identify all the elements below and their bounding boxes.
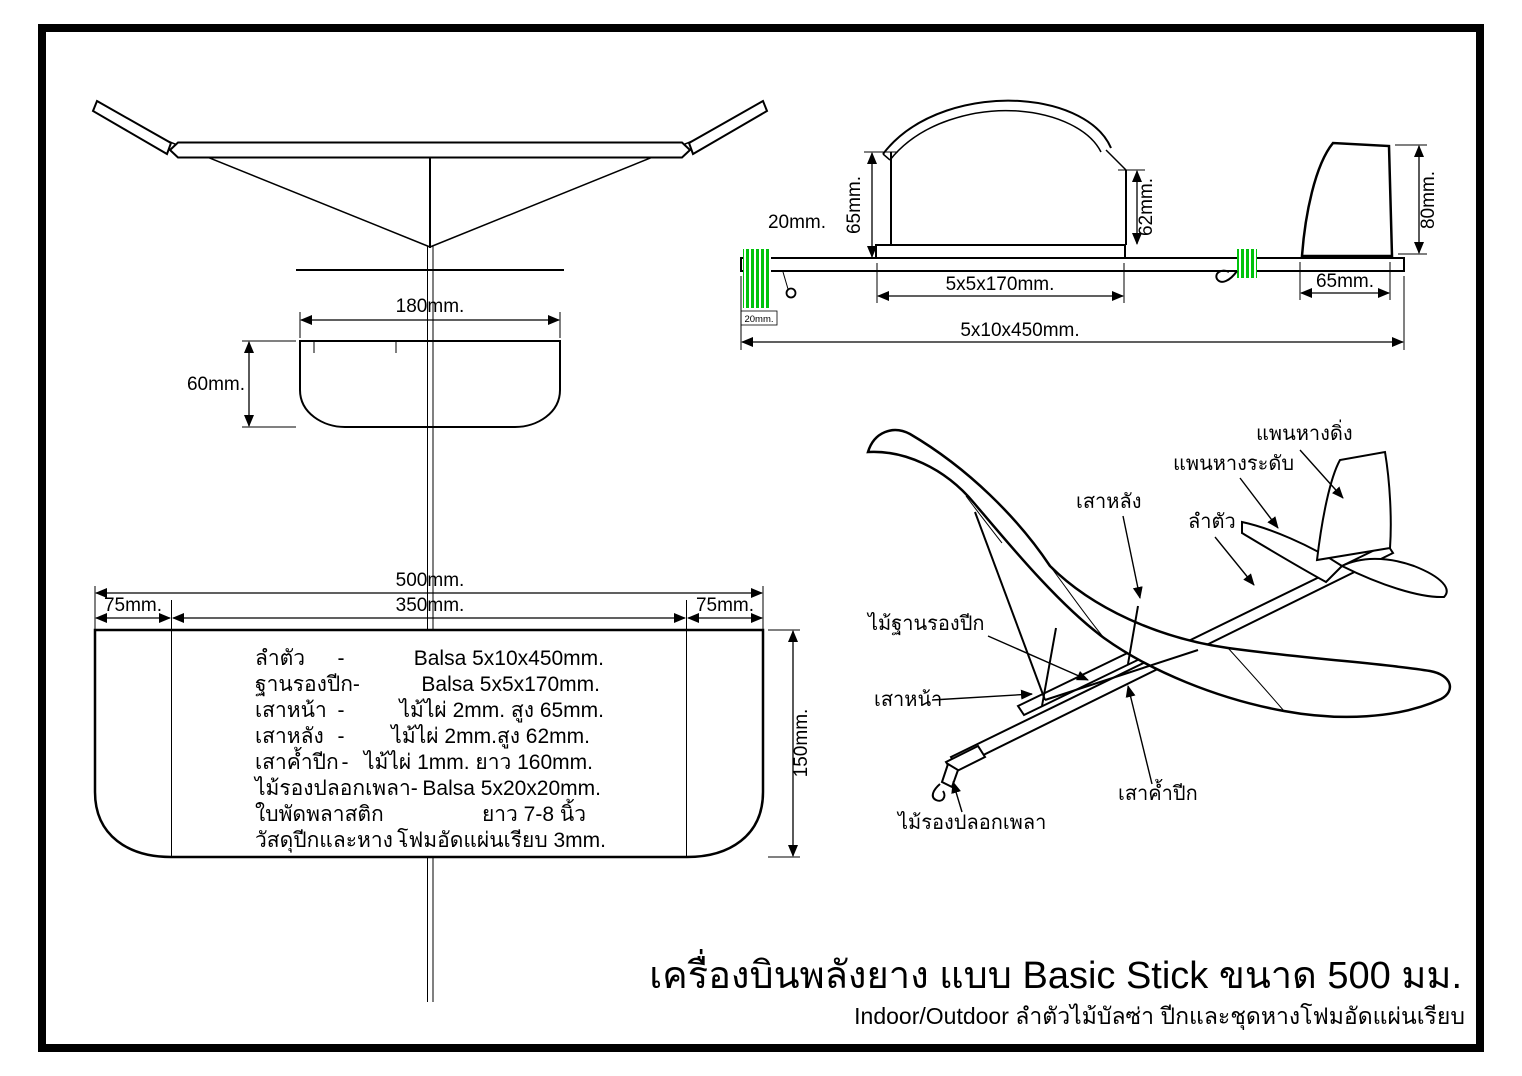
stab-span-dim-label: 180mm.: [396, 296, 465, 317]
fuselage-stick-plan: [427, 246, 434, 1002]
label-front-post: เสาหน้า: [874, 689, 942, 711]
nose-rubber-band: [743, 249, 771, 308]
material-row: เสาหน้า - ไม้ไผ่ 2mm. สูง 65mm.: [255, 698, 604, 723]
persp-rear-post: [1127, 605, 1139, 665]
label-rear-post: เสาหลัง: [1076, 491, 1141, 513]
material-spec: โฟมอัดแผ่นเรียบ 3mm.: [397, 828, 606, 852]
persp-stab-left: [1241, 520, 1344, 584]
label-horizontal-stabilizer: แพนหางระดับ: [1173, 453, 1294, 475]
leader-horizontal-stabilizer: [1239, 477, 1279, 529]
front-post-dim-label: 65mm.: [844, 176, 865, 234]
material-part: ฐานรองปีก-: [255, 673, 360, 696]
material-sep: -: [338, 725, 345, 748]
persp-wing-chord-left: [965, 495, 1003, 544]
persp-wing-chord-center: [1049, 565, 1105, 639]
persp-stab-right: [1339, 557, 1448, 599]
nose-band-label: 20mm.: [744, 314, 773, 325]
persp-fin: [1315, 450, 1392, 562]
perspective-view: แพนหางดิ่ง แพนหางระดับ เสาหลัง ลำตัว ไม้…: [866, 419, 1452, 834]
material-part: เสาหลัง: [255, 725, 324, 748]
wing-base-dim-label: 5x5x170mm.: [946, 274, 1055, 295]
material-part: เสาหน้า: [255, 699, 327, 722]
nose-dim-label: 20mm.: [768, 212, 826, 233]
material-spec: ไม้ไผ่ 2mm. สูง 65mm.: [397, 698, 604, 723]
rear-post-dim-label: 62mm.: [1136, 178, 1157, 236]
label-prop-shaft-support: ไม้รองปลอกเพลา: [896, 811, 1046, 834]
material-spec: ไม้ไผ่ 1mm. ยาว 160mm.: [362, 750, 593, 774]
label-wing-strut: เสาค้ำปีก: [1118, 779, 1198, 805]
leader-front-post: [931, 689, 1033, 701]
wing-airfoil-le-cap: [882, 153, 891, 161]
wing-airfoil-te: [1105, 149, 1127, 171]
label-fuselage: ลำตัว: [1188, 511, 1236, 533]
material-spec: Balsa 5x5x170mm.: [421, 673, 600, 696]
prop-hook: [785, 287, 797, 299]
material-row: เสาค้ำปีก - ไม้ไผ่ 1mm. ยาว 160mm.: [255, 747, 593, 774]
leader-wing-base: [987, 635, 1089, 681]
persp-strut-left: [974, 511, 1046, 701]
persp-nose-lower: [940, 762, 960, 789]
drawing-title: เครื่องบินพลังยาง แบบ Basic Stick ขนาด 5…: [649, 949, 1462, 997]
wing-chord-dim-label: 150mm.: [791, 709, 812, 778]
front-view: [91, 99, 769, 271]
side-view: 20mm. 20mm. 65mm. 5x5x170mm. 62mm. 80mm.…: [740, 99, 1439, 350]
persp-wing: [866, 428, 1452, 719]
fuselage-length-dim-label: 5x10x450mm.: [960, 320, 1079, 341]
label-wing-base: ไม้ฐานรองปีก: [866, 612, 985, 635]
material-part: ใบพัดพลาสติก: [255, 802, 384, 826]
fuselage-side: [740, 257, 1405, 272]
material-sep: -: [338, 699, 345, 722]
persp-front-post: [1041, 627, 1057, 707]
wing-airfoil-lower: [889, 109, 1102, 161]
rear-hook: [1215, 269, 1238, 283]
material-row: เสาหลัง - ไม้ไผ่ 2mm.สูง 62mm.: [255, 724, 590, 749]
fin-height-dim-label: 80mm.: [1418, 171, 1439, 229]
leader-rear-post: [1122, 515, 1143, 599]
prop-hook-wire: [782, 271, 789, 290]
material-row: ไม้รองปลอกเพลา- Balsa 5x20x20mm.: [253, 776, 601, 800]
material-row: ใบพัดพลาสติก ยาว 7-8 นิ้ว: [255, 799, 586, 826]
material-part: เสาค้ำปีก: [255, 747, 339, 774]
fin-outline: [1300, 141, 1394, 258]
drawing-frame: [38, 24, 1484, 1052]
drawing-subtitle: Indoor/Outdoor ลำตัวไม้บัลซ่า ปีกและชุดห…: [854, 1003, 1465, 1030]
stab-chord-dim-label: 60mm.: [187, 374, 245, 395]
material-row: ฐานรองปีก- Balsa 5x5x170mm.: [255, 673, 600, 696]
materials-list: ลำตัว - Balsa 5x10x450mm. ฐานรองปีก- Bal…: [253, 647, 606, 853]
material-spec: Balsa 5x20x20mm.: [422, 777, 601, 800]
wing-span-dim-label: 500mm.: [396, 570, 465, 591]
wing-tip-left: [91, 99, 173, 156]
wing-base-side: [875, 244, 1126, 259]
material-row: ลำตัว - Balsa 5x10x450mm.: [255, 647, 604, 670]
persp-strut-right: [1044, 649, 1199, 701]
material-part: ลำตัว: [255, 647, 305, 670]
label-vertical-stabilizer: แพนหางดิ่ง: [1256, 419, 1353, 445]
material-part: วัสดุปีกและหาง -: [255, 829, 406, 853]
material-spec: ไม้ไผ่ 2mm.สูง 62mm.: [389, 724, 590, 749]
stab-top-view: 180mm. 60mm.: [187, 296, 561, 428]
leader-wing-strut: [1125, 685, 1153, 785]
material-spec: ยาว 7-8 นิ้ว: [482, 799, 586, 826]
rear-rubber-band: [1237, 249, 1257, 278]
wing-top-view: 500mm. 75mm. 350mm. 75mm. 150mm.: [93, 570, 812, 859]
material-sep: -: [338, 647, 345, 670]
wing-tip-left-dim-label: 75mm.: [104, 595, 162, 616]
wing-airfoil-upper: [882, 99, 1112, 155]
wing-center-section: [168, 141, 692, 159]
stab-outline: [299, 340, 561, 428]
fin-chord-dim-label: 65mm.: [1316, 271, 1374, 292]
material-spec: Balsa 5x10x450mm.: [414, 647, 604, 670]
leader-prop-shaft-support: [951, 781, 963, 813]
leader-vertical-stabilizer: [1299, 449, 1344, 499]
wing-tip-right: [687, 99, 769, 156]
wing-center-dim-label: 350mm.: [396, 595, 465, 616]
material-part: ไม้รองปลอกเพลา-: [253, 776, 418, 800]
title-block: เครื่องบินพลังยาง แบบ Basic Stick ขนาด 5…: [649, 949, 1465, 1030]
persp-wing-chord-right: [1227, 647, 1285, 712]
material-row: วัสดุปีกและหาง - โฟมอัดแผ่นเรียบ 3mm.: [255, 828, 606, 853]
material-sep: -: [342, 751, 349, 774]
leader-fuselage: [1214, 536, 1255, 586]
persp-nose-hook: [931, 783, 946, 802]
wing-tip-right-dim-label: 75mm.: [696, 595, 754, 616]
